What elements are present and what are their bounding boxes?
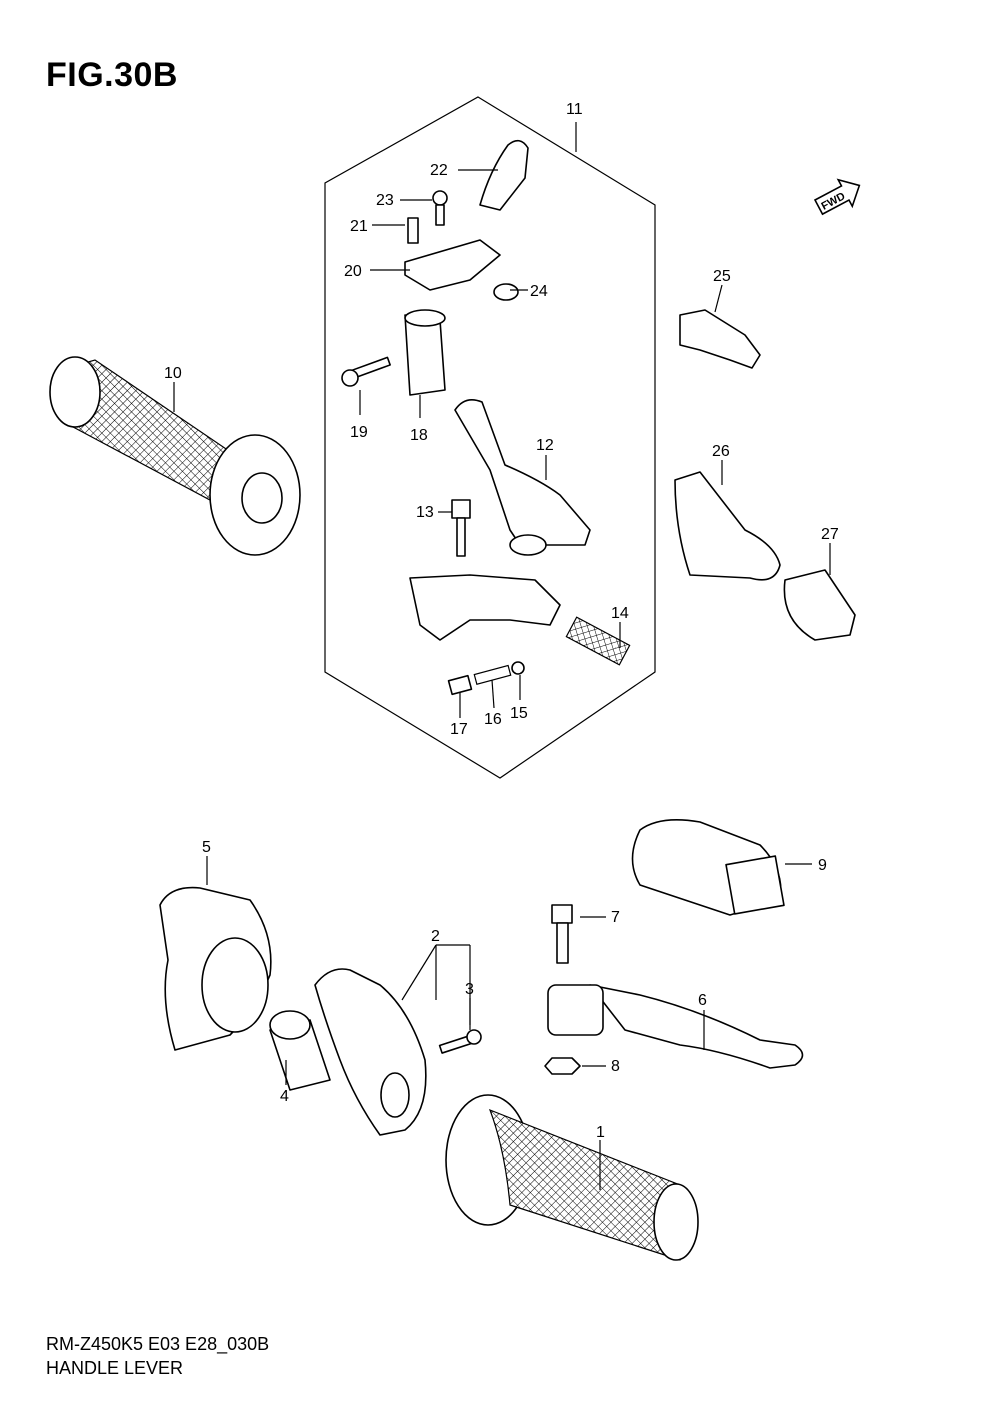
- detent-spring-part: [473, 664, 512, 685]
- callout-10: 10: [164, 365, 182, 382]
- detent-ball-part: [511, 661, 525, 675]
- callout-18: 18: [410, 427, 428, 444]
- clamp-part: [404, 239, 501, 291]
- callout-4: 4: [280, 1088, 289, 1105]
- callout-5: 5: [202, 839, 211, 856]
- callout-26: 26: [712, 443, 730, 460]
- callout-labels: 1 2 3 4 5 6 7 8 9 10 11 12 13 14 15 16 1…: [164, 101, 839, 1141]
- hot-start-nut-part: [493, 283, 519, 301]
- brake-lever-part: [547, 984, 804, 1069]
- callout-13: 13: [416, 504, 434, 521]
- callout-20: 20: [344, 263, 362, 280]
- screw-part: [438, 1029, 482, 1054]
- callout-19: 19: [350, 424, 368, 441]
- callout-25: 25: [713, 268, 731, 285]
- throttle-sleeve-part: [269, 1010, 331, 1091]
- figure-title: FIG.30B: [46, 56, 178, 94]
- perch-part: [404, 309, 446, 396]
- throttle-housing-part: [159, 886, 272, 1051]
- callout-17: 17: [450, 721, 468, 738]
- clamp-bolt-part: [407, 217, 419, 244]
- callout-14: 14: [611, 605, 629, 622]
- section-name: HANDLE LEVER: [46, 1358, 184, 1378]
- cable-cover-part: [674, 471, 781, 581]
- leader-lines: [173, 122, 831, 1190]
- hot-start-lever-part: [479, 139, 529, 211]
- detent-plug-part: [447, 674, 473, 696]
- callout-22: 22: [430, 162, 448, 179]
- perch-bolt-part: [341, 356, 391, 387]
- callout-21: 21: [350, 218, 368, 235]
- right-grip-part: [445, 1094, 699, 1261]
- callout-7: 7: [611, 909, 620, 926]
- throttle-tube-part: [314, 968, 427, 1136]
- lever-screw-part: [432, 190, 448, 226]
- callout-16: 16: [484, 711, 502, 728]
- callout-24: 24: [530, 283, 548, 300]
- callout-15: 15: [510, 705, 528, 722]
- cable-boot-part: [679, 309, 761, 369]
- callout-3: 3: [465, 981, 474, 998]
- lever-bolt-part: [551, 904, 573, 964]
- callout-11: 11: [566, 101, 583, 118]
- model-code: RM-Z450K5 E03 E28_030B: [46, 1334, 270, 1354]
- lever-cover-part: [631, 819, 785, 916]
- fwd-arrow-icon: FWD: [813, 178, 861, 216]
- clutch-perch-part: [409, 574, 561, 641]
- cable-adjuster-bolt-part: [565, 616, 631, 666]
- callout-1: 1: [596, 1124, 605, 1141]
- left-grip-part: [49, 356, 301, 556]
- callout-2: 2: [431, 928, 440, 945]
- callout-12: 12: [536, 437, 554, 454]
- callout-8: 8: [611, 1058, 620, 1075]
- callout-6: 6: [698, 992, 707, 1009]
- lever-nut-part: [544, 1057, 581, 1075]
- assembly-frame: [324, 96, 656, 779]
- pivot-bolt-part: [451, 499, 471, 557]
- callout-27: 27: [821, 526, 839, 543]
- callout-9: 9: [818, 857, 827, 874]
- clutch-lever-part: [454, 399, 591, 556]
- callout-23: 23: [376, 192, 394, 209]
- fwd-label: FWD: [820, 190, 848, 212]
- cable-adjuster-part: [783, 569, 856, 641]
